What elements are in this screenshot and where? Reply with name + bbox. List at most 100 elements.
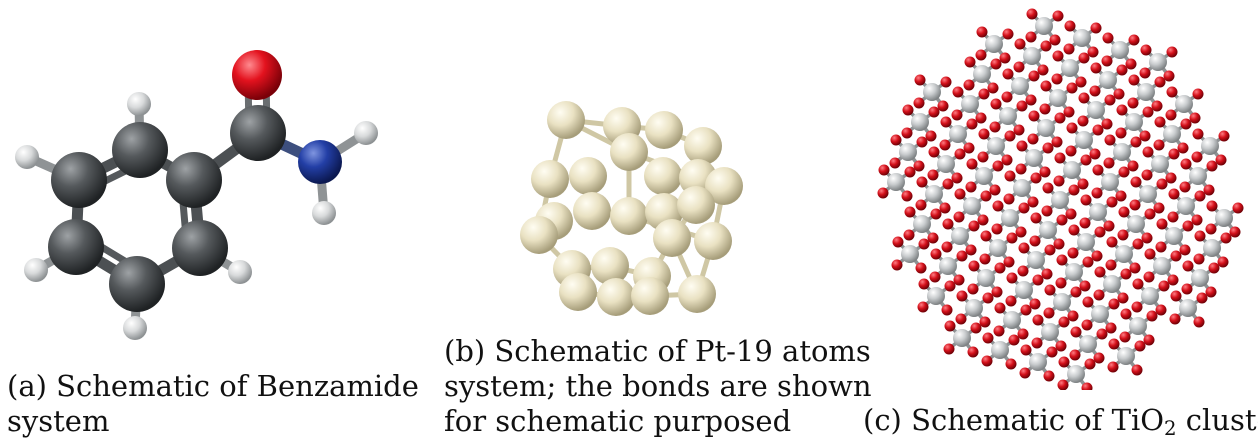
o-atom — [1139, 67, 1151, 79]
o-atom — [1179, 244, 1191, 256]
o-atom — [1170, 250, 1182, 262]
ti-atom — [1103, 275, 1121, 293]
o-atom — [981, 355, 993, 367]
ti-atom — [925, 185, 943, 203]
o-atom — [1005, 358, 1017, 370]
o-atom — [954, 188, 966, 200]
o-atom — [1049, 34, 1061, 46]
hydrogen-atom — [228, 260, 252, 284]
hydrogen-atom — [354, 121, 378, 145]
o-atom — [1106, 196, 1118, 208]
o-atom — [1043, 307, 1055, 319]
o-atom — [1070, 326, 1082, 338]
o-atom — [1130, 136, 1142, 148]
o-atom — [1001, 154, 1013, 166]
o-atom — [917, 301, 929, 313]
o-atom — [982, 332, 994, 344]
ti-atom — [1127, 215, 1145, 233]
o-atom — [966, 118, 978, 130]
o-atom — [992, 160, 1004, 172]
o-atom — [979, 316, 991, 328]
o-atom — [1019, 367, 1031, 379]
o-atom — [1080, 154, 1092, 166]
o-atom — [1102, 32, 1114, 44]
o-atom — [939, 139, 951, 151]
o-atom — [951, 109, 963, 121]
o-atom — [1015, 226, 1027, 238]
ti-atom — [1115, 245, 1133, 263]
o-atom — [954, 148, 966, 160]
o-atom — [1153, 139, 1165, 151]
o-atom — [976, 26, 988, 38]
o-atom — [891, 259, 903, 271]
o-atom — [1105, 322, 1117, 334]
ti-atom — [1065, 263, 1083, 281]
o-atom — [1168, 188, 1180, 200]
caption-c-subscript: 2 — [1164, 416, 1177, 440]
o-atom — [1068, 224, 1080, 236]
ti-atom — [937, 155, 955, 173]
o-atom — [967, 283, 979, 295]
o-atom — [992, 200, 1004, 212]
o-atom — [1193, 316, 1205, 328]
pt-atom — [705, 167, 743, 205]
o-atom — [1044, 244, 1056, 256]
ti-atom — [913, 215, 931, 233]
o-atom — [1103, 220, 1115, 232]
o-atom — [1025, 94, 1037, 106]
o-atom — [1057, 379, 1069, 390]
pt-atom — [547, 101, 585, 139]
o-atom — [1005, 295, 1017, 307]
ti-atom — [1101, 173, 1119, 191]
o-atom — [1094, 226, 1106, 238]
o-atom — [1141, 169, 1153, 181]
o-atom — [927, 169, 939, 181]
carbon-atom — [172, 220, 228, 276]
pt-atom — [591, 247, 629, 285]
o-atom — [1028, 70, 1040, 82]
o-atom — [1028, 110, 1040, 122]
o-atom — [1108, 338, 1120, 350]
ti-atom — [1099, 71, 1117, 89]
pt-atom — [610, 133, 648, 171]
o-atom — [1117, 229, 1129, 241]
ti-atom — [1113, 143, 1131, 161]
hydrogen-atom — [312, 201, 336, 225]
pt-atom — [569, 157, 607, 195]
caption-c-prefix: (c) Schematic of TiO — [863, 403, 1165, 437]
o-atom — [916, 176, 928, 188]
o-atom — [1066, 122, 1078, 134]
nitrogen-atom — [298, 140, 342, 184]
ti-atom — [1041, 323, 1059, 341]
oxygen-atom — [232, 50, 282, 100]
o-atom — [1131, 301, 1143, 313]
o-atom — [1044, 284, 1056, 296]
o-atom — [963, 142, 975, 154]
ti-atom — [1073, 29, 1091, 47]
ti-atom — [1175, 95, 1193, 113]
o-atom — [966, 158, 978, 170]
ti-atom — [963, 197, 981, 215]
ti-atom — [1003, 311, 1021, 329]
o-atom — [913, 97, 925, 109]
o-atom — [941, 241, 953, 253]
o-atom — [1217, 256, 1229, 268]
o-atom — [1194, 190, 1206, 202]
o-atom — [1189, 112, 1201, 124]
o-atom — [1155, 241, 1167, 253]
ti-atom — [1091, 305, 1109, 323]
o-atom — [1101, 118, 1113, 130]
carbon-atom — [48, 219, 104, 275]
o-atom — [980, 230, 992, 242]
o-atom — [975, 49, 987, 61]
o-atom — [1052, 10, 1064, 22]
o-atom — [999, 52, 1011, 64]
o-atom — [943, 343, 955, 355]
o-atom — [1015, 163, 1027, 175]
o-atom — [1192, 128, 1204, 140]
ti-atom — [1037, 119, 1055, 137]
ti-atom — [951, 227, 969, 245]
ti-atom — [939, 257, 957, 275]
o-atom — [1105, 259, 1117, 271]
o-atom — [928, 146, 940, 158]
